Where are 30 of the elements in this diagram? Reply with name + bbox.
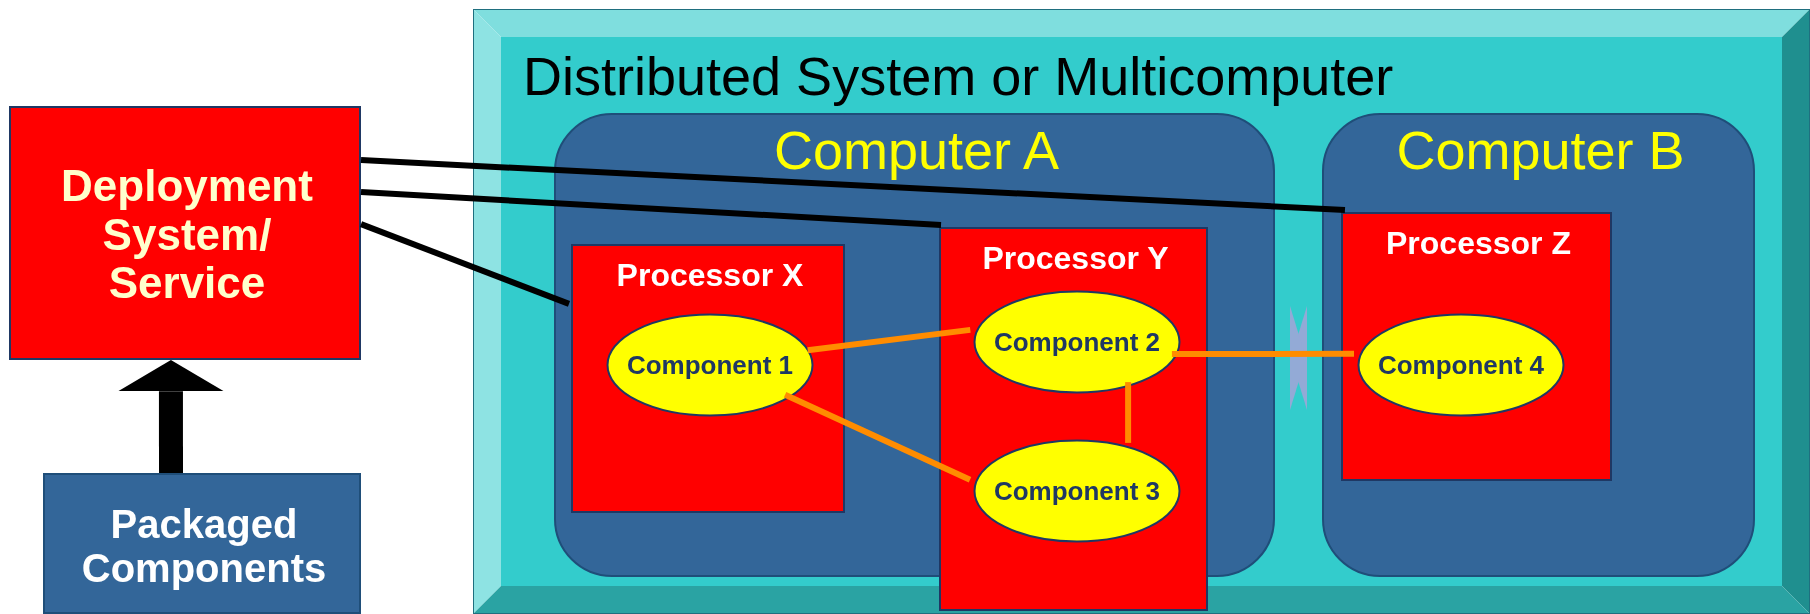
connector-line xyxy=(1171,350,1355,358)
deployment-service-box xyxy=(9,106,361,360)
processor-box xyxy=(939,227,1208,611)
processor-label: Processor Y xyxy=(982,241,1169,277)
processor-box xyxy=(571,244,845,513)
processor-label: Processor Z xyxy=(1386,226,1571,262)
component-ellipse xyxy=(606,313,814,417)
computer-label: Computer B xyxy=(1396,121,1685,181)
distributed-system-frame xyxy=(473,9,1810,614)
component-label: Component 2 xyxy=(993,327,1161,357)
processor-label: Processor X xyxy=(616,258,804,294)
computer-panel xyxy=(1322,113,1755,577)
box-label: Packaged Components xyxy=(80,501,328,590)
arrow xyxy=(118,360,224,474)
connector-line xyxy=(359,221,571,307)
component-ellipse xyxy=(1357,313,1565,417)
frame-title: Distributed System or Multicomputer xyxy=(523,47,1394,107)
component-ellipse xyxy=(973,439,1181,543)
processor-box xyxy=(1341,212,1612,481)
box-label: Deployment System/ Service xyxy=(60,162,314,308)
double-arrow-bridge xyxy=(1290,306,1307,410)
connector-line xyxy=(1125,382,1132,443)
packaged-components-box xyxy=(43,473,361,614)
component-label: Component 3 xyxy=(993,476,1161,506)
component-label: Component 4 xyxy=(1377,350,1545,380)
connector-line xyxy=(360,189,942,228)
component-ellipse xyxy=(973,290,1181,394)
connector-line xyxy=(360,157,1346,213)
component-label: Component 1 xyxy=(626,350,794,380)
computer-label: Computer A xyxy=(773,121,1060,181)
